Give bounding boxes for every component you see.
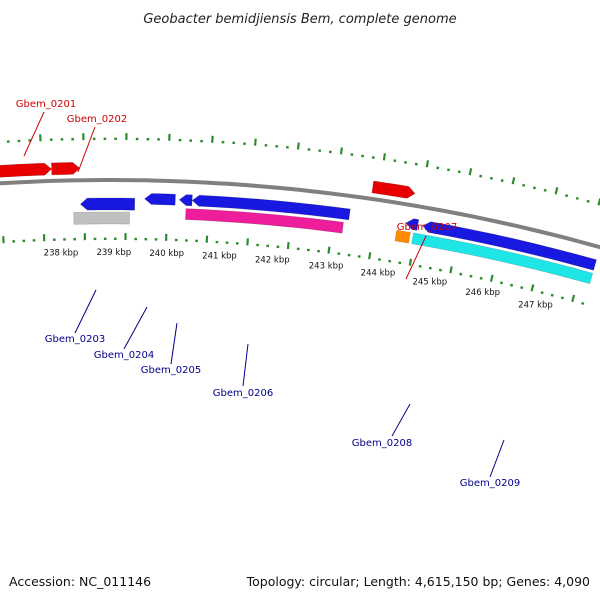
inner-ruler-major-tick	[571, 294, 576, 303]
leader-line	[242, 343, 249, 387]
gene-arrow-gbem-0202	[51, 162, 81, 176]
inner-ruler-minor-tick	[540, 291, 544, 295]
tick-label: 245 kbp	[412, 278, 447, 288]
inner-ruler-minor-tick	[438, 268, 442, 272]
inner-ruler-minor-tick	[581, 301, 585, 305]
grey-feature	[73, 211, 130, 225]
inner-ruler-minor-tick	[459, 272, 463, 276]
inner-ruler-minor-tick	[499, 281, 503, 285]
gene-arrow-gbem-0201	[0, 162, 53, 178]
gene-label-gbem-0202[interactable]: Gbem_0202	[67, 114, 127, 125]
outer-ruler-major-tick	[339, 147, 343, 155]
inner-ruler-major-tick	[530, 284, 535, 292]
inner-ruler-minor-tick	[469, 274, 473, 278]
cyan-feature	[411, 232, 594, 285]
inner-ruler-major-tick	[489, 274, 494, 282]
backbone-group	[0, 178, 600, 250]
outer-ruler-minor-tick	[500, 179, 504, 183]
gene-label-gbem-0205[interactable]: Gbem_0205	[141, 365, 201, 376]
gene-arrow-gbem-0209	[422, 221, 597, 271]
map-title: Geobacter bemidjiensis Bem, complete gen…	[143, 12, 456, 27]
tick-label: 247 kbp	[518, 301, 553, 311]
topology-summary: Topology: circular; Length: 4,615,150 bp…	[246, 574, 590, 589]
inner-ruler-minor-tick	[560, 296, 564, 300]
outer-ruler-minor-tick	[543, 188, 547, 192]
outer-ruler-major-tick	[254, 138, 257, 146]
gene-label-gbem-0207[interactable]: Gbem_0207	[397, 222, 457, 233]
gene-label-gbem-0204[interactable]: Gbem_0204	[94, 350, 154, 361]
gene-arrow-gbem-0206	[191, 194, 351, 221]
outer-ruler-minor-tick	[586, 199, 590, 203]
inner-ruler-major-tick	[408, 258, 413, 266]
inner-ruler-major-tick	[368, 252, 372, 260]
tick-label: 238 kbp	[44, 249, 79, 259]
outer-ruler-minor-tick	[575, 196, 579, 200]
outer-ruler-minor-tick	[532, 186, 536, 190]
inner-ruler-minor-tick	[510, 283, 514, 287]
tick-label: 239 kbp	[96, 248, 131, 258]
gene-label-gbem-0209[interactable]: Gbem_0209	[460, 478, 520, 489]
outer-ruler-minor-tick	[565, 194, 569, 198]
tick-label: 241 kbp	[202, 251, 237, 261]
tick-label: 240 kbp	[149, 249, 184, 259]
outer-ruler-major-tick	[554, 187, 559, 195]
gene-label-gbem-0206[interactable]: Gbem_0206	[213, 388, 273, 399]
outer-ruler-major-tick	[425, 160, 430, 168]
gene-arrow-gbem-0204	[144, 193, 176, 206]
tick-label: 242 kbp	[255, 256, 290, 266]
gene-label-gbem-0208[interactable]: Gbem_0208	[352, 438, 412, 449]
outer-ruler-minor-tick	[522, 183, 526, 187]
leader-line	[74, 289, 97, 334]
leader-line	[23, 111, 45, 157]
tick-label: 246 kbp	[465, 288, 500, 298]
gene-label-group: Gbem_0201Gbem_0202Gbem_0203Gbem_0204Gbem…	[16, 99, 520, 489]
orange-feature	[394, 229, 411, 244]
tick-label: 244 kbp	[361, 269, 396, 279]
outer-ruler-major-tick	[382, 153, 386, 161]
inner-ruler-major-tick	[246, 238, 249, 246]
gene-arrow-gbem-0205	[178, 194, 193, 207]
leader-line	[170, 322, 178, 365]
inner-ruler-major-tick	[286, 241, 290, 250]
feature-group	[0, 162, 597, 285]
gene-arrow-gbem-0208	[405, 218, 420, 231]
outer-ruler-major-tick	[511, 177, 516, 185]
outer-ruler-minor-tick	[457, 170, 461, 174]
leader-line	[405, 235, 427, 280]
inner-ruler-minor-tick	[550, 293, 554, 297]
tick-label: 243 kbp	[309, 261, 344, 271]
outer-ruler-major-tick	[296, 142, 300, 150]
inner-ruler-major-tick	[449, 266, 453, 274]
magenta-feature	[185, 208, 344, 234]
inner-ruler-minor-tick	[520, 286, 524, 290]
gene-arrow-gbem-0207	[371, 180, 416, 199]
leader-line	[489, 439, 505, 478]
ruler-rings	[2, 133, 600, 305]
genome-backbone	[0, 178, 600, 250]
inner-ruler-minor-tick	[479, 276, 483, 280]
outer-ruler-minor-tick	[489, 176, 493, 180]
leader-line	[123, 306, 148, 350]
gene-arrow-gbem-0203	[79, 197, 136, 211]
leader-line	[391, 403, 411, 437]
accession-text: Accession: NC_011146	[9, 574, 152, 589]
inner-ruler-major-tick	[327, 246, 331, 254]
gene-label-gbem-0201[interactable]: Gbem_0201	[16, 99, 76, 110]
leader-line	[77, 126, 96, 173]
outer-ruler-major-tick	[468, 168, 473, 176]
inner-ruler-minor-tick	[418, 264, 422, 268]
gene-label-gbem-0203[interactable]: Gbem_0203	[45, 334, 105, 345]
tick-label-group: 238 kbp 239 kbp 240 kbp 241 kbp 242 kbp 243 k…	[44, 248, 553, 311]
outer-ruler-minor-tick	[436, 166, 440, 170]
